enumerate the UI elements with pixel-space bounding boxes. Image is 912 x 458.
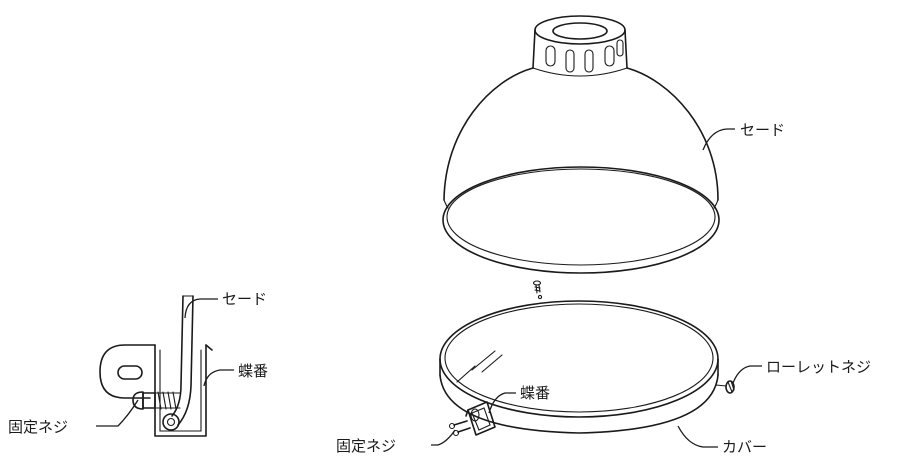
cover-fix-screws — [448, 420, 471, 437]
label-shade-detail: セード — [222, 290, 267, 308]
label-hinge-detail: 蝶番 — [238, 362, 268, 380]
detail-hinge — [154, 344, 213, 437]
cover-ring — [439, 300, 719, 434]
detail-fix-screw — [132, 391, 181, 431]
detail-shade-edge — [171, 295, 194, 426]
leader-shade-detail — [184, 298, 218, 319]
label-fix-screw-main: 固定ネジ — [336, 437, 396, 455]
label-cover: カバー — [722, 438, 767, 456]
leader-cover — [677, 425, 718, 448]
label-knurled-screw: ローレットネジ — [766, 358, 871, 376]
cover-hinge — [465, 401, 496, 436]
label-hinge-main: 蝶番 — [520, 384, 550, 402]
lamp-shade — [442, 15, 720, 274]
label-fix-screw-detail: 固定ネジ — [8, 418, 68, 436]
detail-bracket — [99, 344, 156, 399]
knurled-screw — [715, 380, 735, 394]
cover-top-screw — [532, 280, 543, 300]
leader-fix-screw-main — [431, 429, 456, 446]
label-shade-main: セード — [740, 121, 785, 139]
leader-hinge-main — [488, 392, 516, 414]
leader-hinge-detail — [203, 369, 234, 387]
hinge-detail-view — [96, 295, 234, 437]
leader-fix-screw-detail — [96, 399, 139, 427]
leader-shade-main — [702, 128, 735, 151]
leader-knurled-screw — [732, 365, 762, 384]
